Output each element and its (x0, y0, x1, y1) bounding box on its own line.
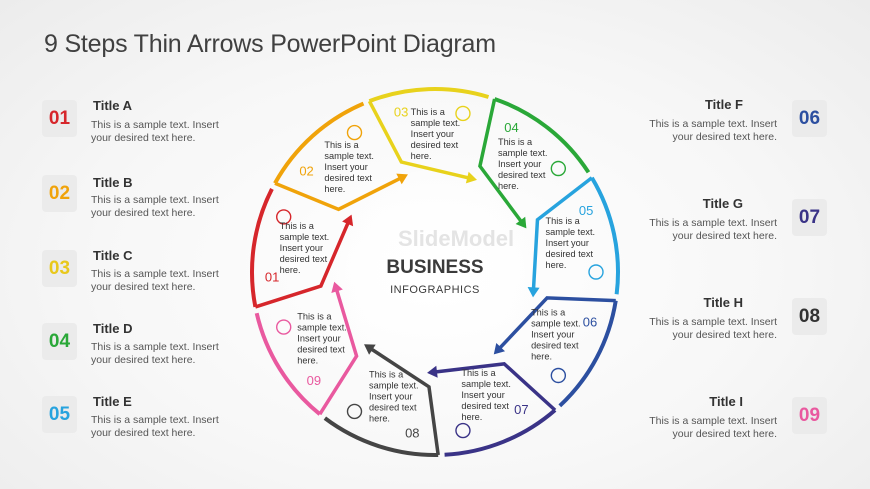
segment-number: 05 (579, 203, 593, 218)
step-number-badge: 09 (792, 397, 827, 434)
brain-head-icon (346, 124, 363, 141)
segment-outer-arc (558, 300, 618, 408)
segment-number: 02 (299, 164, 313, 179)
step-number-badge: 05 (42, 396, 77, 433)
segment-arrow-shaft (274, 176, 402, 212)
segment-outer-arc (368, 87, 490, 104)
segment-arrow-shaft (318, 288, 359, 416)
segment-outer-arc (590, 176, 620, 295)
center-glow (315, 155, 555, 395)
presentation-chart-icon (588, 264, 604, 280)
segment-number: 09 (307, 373, 321, 388)
center-heading: BUSINESS (386, 257, 483, 278)
segment-arrow-shaft (531, 176, 593, 290)
segment-arrow-shaft (498, 296, 616, 350)
segment-arrow-shaft (478, 98, 524, 224)
item-title: Title B (93, 175, 133, 190)
segment-number: 01 (265, 270, 279, 285)
segment-arrowhead (493, 343, 506, 355)
item-description: This is a sample text. Insert your desir… (649, 217, 777, 242)
segment-arrowhead (515, 216, 527, 229)
watermark: SlideModel (398, 226, 514, 251)
item-title: Title H (703, 295, 744, 310)
gear-icon (550, 160, 567, 177)
segment-arrowhead (342, 214, 354, 227)
segment-number: 08 (405, 425, 419, 440)
segment-number: 07 (514, 402, 528, 417)
step-number-badge: 06 (792, 100, 827, 137)
segment-arrow-shaft (434, 362, 557, 412)
briefcase-icon (455, 105, 471, 122)
item-description: This is a sample text. Insert your desir… (91, 119, 219, 144)
segment-arrowhead (331, 281, 343, 294)
segment-arrowhead (527, 287, 540, 298)
item-description: This is a sample text. Insert your desir… (91, 268, 219, 293)
segment-arrowhead (465, 171, 477, 184)
paper-plane-icon (455, 422, 471, 439)
center-subheading: INFOGRAPHICS (390, 284, 480, 296)
lightbulb-icon (276, 209, 292, 225)
segment-arrowhead (396, 173, 408, 185)
step-number-badge: 07 (792, 199, 827, 236)
segment-arrowhead (427, 365, 438, 378)
step-number-badge: 01 (42, 100, 77, 137)
segment-arrow-shaft (254, 221, 351, 309)
page-title: 9 Steps Thin Arrows PowerPoint Diagram (44, 30, 496, 58)
item-title: Title F (704, 97, 743, 112)
item-description: This is a sample text. Insert your desir… (91, 194, 219, 219)
segment-outer-arc (323, 416, 439, 457)
segment-number: 03 (394, 105, 408, 120)
item-description: This is a sample text. Insert your desir… (649, 118, 777, 143)
segment-outer-arc (273, 101, 365, 185)
step-number-badge: 03 (42, 250, 77, 287)
item-description: This is a sample text. Insert your desir… (91, 341, 219, 366)
item-description: This is a sample text. Insert your desir… (91, 414, 219, 439)
item-title: Title G (702, 196, 743, 211)
step-number-badge: 08 (792, 298, 827, 335)
item-description: This is a sample text. Insert your desir… (649, 316, 777, 341)
item-title: Title A (93, 98, 133, 113)
segment-arrowhead (364, 344, 376, 355)
step-number-badge: 04 (42, 323, 77, 360)
segment-outer-arc (250, 188, 274, 308)
item-title: Title D (93, 321, 133, 336)
item-description: This is a sample text. Insert your desir… (649, 415, 777, 440)
item-title: Title I (709, 394, 743, 409)
segment-outer-arc (444, 408, 557, 457)
segment-outer-arc (254, 312, 322, 416)
item-title: Title E (93, 394, 132, 409)
segment-outer-arc (493, 97, 591, 174)
step-number-badge: 02 (42, 175, 77, 212)
segment-number: 06 (583, 314, 597, 329)
item-title: Title C (93, 248, 133, 263)
globe-icon (550, 367, 567, 384)
segment-number: 04 (504, 120, 518, 135)
alarm-clock-icon (346, 403, 363, 420)
segment-arrow-shaft (367, 100, 470, 180)
target-icon (276, 319, 292, 335)
segment-arrow-shaft (369, 347, 440, 456)
